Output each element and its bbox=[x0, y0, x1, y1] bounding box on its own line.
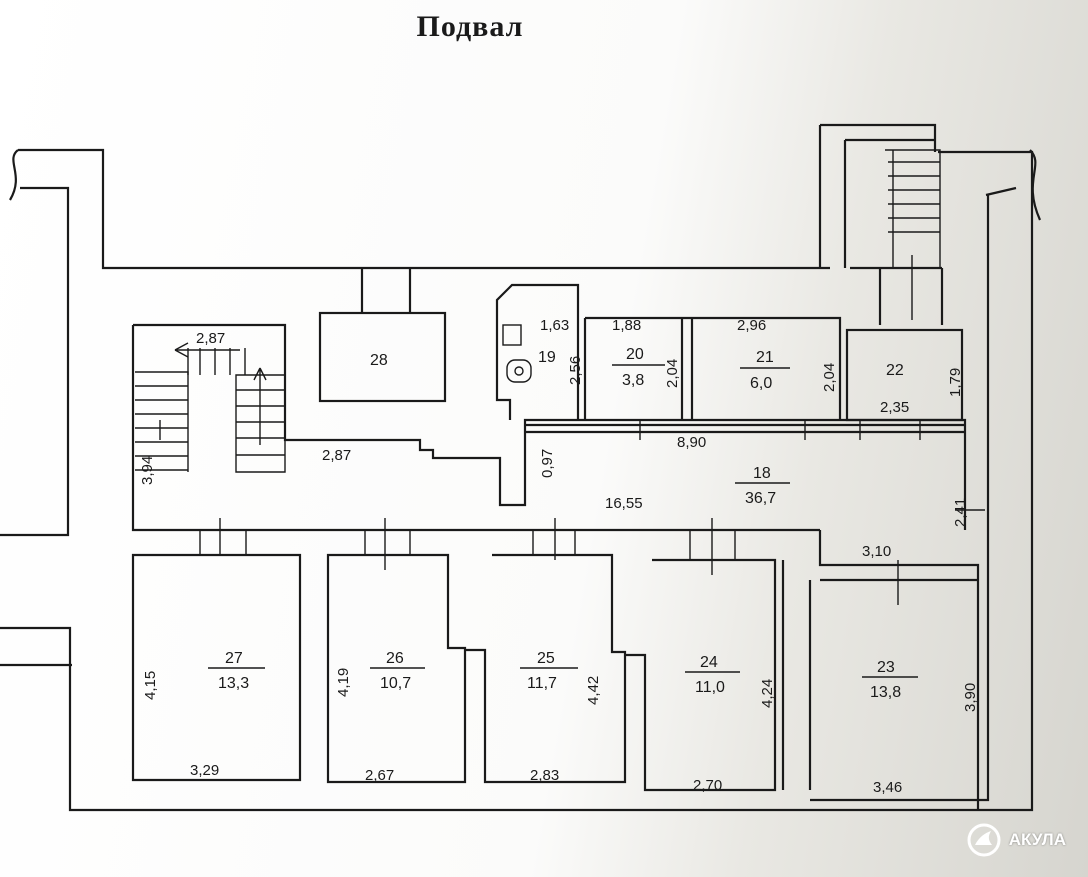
dim-r21-side: 2,04 bbox=[821, 363, 838, 392]
room-labels: 28 19 20 3,8 21 6,0 22 18 36,7 27 13,3 2… bbox=[208, 346, 918, 701]
dim-r20-side: 2,04 bbox=[664, 359, 681, 388]
room-23-area: 13,8 bbox=[870, 684, 901, 701]
dim-r23-side: 3,90 bbox=[962, 683, 979, 712]
watermark: АКУЛА bbox=[967, 823, 1066, 857]
dim-r27-side: 4,15 bbox=[142, 671, 159, 700]
dim-corridor-gap: 0,97 bbox=[539, 449, 556, 478]
dim-r22-bottom: 2,35 bbox=[880, 399, 909, 416]
room-19-number: 19 bbox=[538, 349, 556, 366]
stairs-top-right bbox=[885, 149, 941, 320]
room-28-number: 28 bbox=[370, 352, 388, 369]
watermark-text: АКУЛА bbox=[1008, 830, 1066, 849]
room-22-number: 22 bbox=[886, 362, 904, 379]
room-21-number: 21 bbox=[756, 349, 774, 366]
dimension-labels: 2,87 3,94 2,87 16,55 0,97 1,63 2,56 1,88… bbox=[139, 317, 979, 796]
room-20-number: 20 bbox=[626, 346, 644, 363]
room-21-area: 6,0 bbox=[750, 375, 772, 392]
shark-logo-icon bbox=[967, 823, 1001, 857]
room-23-number: 23 bbox=[877, 659, 895, 676]
dim-r25-bottom: 2,83 bbox=[530, 767, 559, 784]
outer-walls bbox=[0, 123, 1042, 812]
dim-r18-side: 2,41 bbox=[952, 498, 969, 527]
room-26-number: 26 bbox=[386, 650, 404, 667]
stairs-left bbox=[135, 342, 286, 473]
dim-stair-side: 3,94 bbox=[139, 456, 156, 485]
room-24-area: 11,0 bbox=[695, 679, 725, 696]
dim-corridor-mid: 16,55 bbox=[605, 495, 643, 512]
room-27-number: 27 bbox=[225, 650, 243, 667]
room-27-area: 13,3 bbox=[218, 675, 249, 692]
toilet-icon bbox=[502, 324, 532, 383]
dim-r24-bottom: 2,70 bbox=[693, 777, 722, 794]
dim-r27-bottom: 3,29 bbox=[190, 762, 219, 779]
plan-title: Подвал bbox=[416, 10, 524, 43]
room-18-area: 36,7 bbox=[745, 490, 776, 507]
dim-r23-bottom: 3,46 bbox=[873, 779, 902, 796]
inner-walls bbox=[131, 268, 985, 810]
dim-r19-side: 2,56 bbox=[567, 356, 584, 385]
dim-r21-top: 2,96 bbox=[737, 317, 766, 334]
dim-r26-side: 4,19 bbox=[335, 668, 352, 697]
dim-r25-side: 4,42 bbox=[585, 676, 602, 705]
dim-stair-top: 2,87 bbox=[196, 330, 225, 347]
dim-r19-top: 1,63 bbox=[540, 317, 569, 334]
dim-r23-top: 3,10 bbox=[862, 543, 891, 560]
room-18-number: 18 bbox=[753, 465, 771, 482]
room-20-area: 3,8 bbox=[622, 372, 644, 389]
dim-r24-side: 4,24 bbox=[759, 679, 776, 708]
dim-corridor-left: 2,87 bbox=[322, 447, 351, 464]
room-26-area: 10,7 bbox=[380, 675, 411, 692]
dim-r18-top: 8,90 bbox=[677, 434, 706, 451]
dim-r20-top: 1,88 bbox=[612, 317, 641, 334]
room-24-number: 24 bbox=[700, 654, 718, 671]
dim-r26-bottom: 2,67 bbox=[365, 767, 394, 784]
room-25-area: 11,7 bbox=[527, 675, 557, 692]
dim-r22-side: 1,79 bbox=[947, 368, 964, 397]
room-25-number: 25 bbox=[537, 650, 555, 667]
